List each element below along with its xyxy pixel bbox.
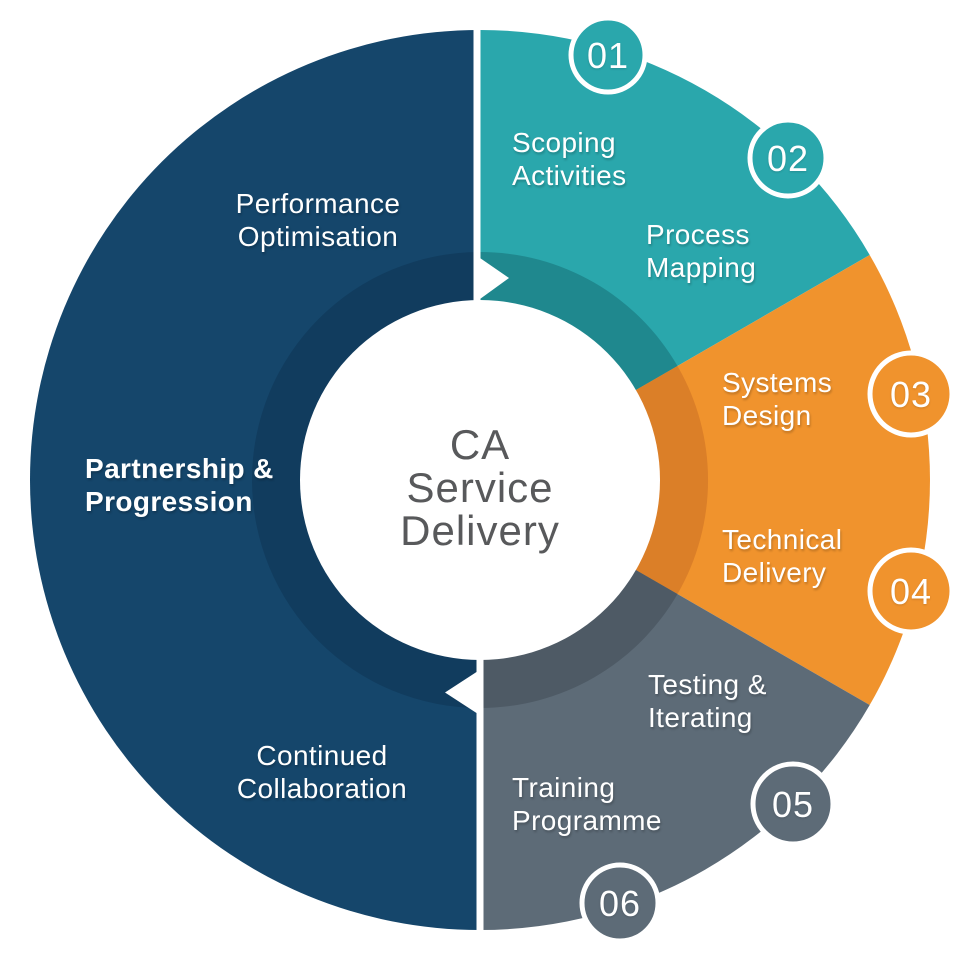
bottom-flow-chevron-left <box>445 672 477 713</box>
step-label-line: Scoping <box>512 127 616 158</box>
step-label-line: Iterating <box>648 702 753 733</box>
label-continued-collaboration: Continued Collaboration <box>237 739 407 805</box>
step-label-process-mapping: Process Mapping <box>646 218 756 284</box>
badge-circle-06 <box>579 862 661 944</box>
center-title-line: Delivery <box>400 507 560 554</box>
step-label-line: Systems <box>722 367 833 398</box>
step-label-line: Process <box>646 219 750 250</box>
badge-number-05: 05 <box>771 784 815 825</box>
step-label-line: Design <box>722 400 812 431</box>
step-label-line: Programme <box>512 805 662 836</box>
badge-number-04: 04 <box>889 571 933 612</box>
step-label-line: Testing & <box>648 669 767 700</box>
label-line: Continued <box>256 740 388 771</box>
center-circle <box>300 300 660 660</box>
badge-circle-03 <box>867 350 955 438</box>
label-performance-optimisation: Performance Optimisation <box>236 187 401 253</box>
top-divider-gap <box>473 27 481 303</box>
step-label-training-programme: Training Programme <box>512 771 662 837</box>
badge-number-02: 02 <box>766 138 810 179</box>
step-label-systems-design: Systems Design <box>722 366 832 432</box>
label-line: Performance <box>235 188 401 219</box>
badge-circle-04 <box>867 547 955 635</box>
step-label-line: Training <box>512 772 616 803</box>
badge-number-06: 06 <box>598 883 642 924</box>
badge-circle-05 <box>750 761 836 847</box>
badge-number-03: 03 <box>889 374 933 415</box>
label-line: Partnership & <box>85 453 274 484</box>
label-partnership-progression: Partnership & Progression <box>85 452 274 518</box>
step-label-line: Activities <box>512 160 627 191</box>
step-label-technical-delivery: Technical Delivery <box>722 523 842 589</box>
step-label-testing-iterating: Testing & Iterating <box>648 668 767 734</box>
badge-circle-02 <box>747 117 829 199</box>
label-line: Progression <box>85 486 253 517</box>
step-label-scoping-activities: Scoping Activities <box>512 126 626 192</box>
top-flow-chevron-right <box>480 258 509 299</box>
label-line: Collaboration <box>236 773 408 804</box>
step-label-line: Technical <box>722 524 843 555</box>
center-title-line: CA <box>449 421 511 468</box>
bottom-divider-gap <box>476 658 484 932</box>
badge-circle-01 <box>568 15 648 95</box>
step-label-line: Mapping <box>646 252 757 283</box>
center-title: CA Service Delivery <box>400 423 560 552</box>
center-title-line: Service <box>406 464 554 511</box>
badge-number-01: 01 <box>586 35 630 76</box>
step-label-line: Delivery <box>722 557 827 588</box>
label-line: Optimisation <box>237 221 399 252</box>
